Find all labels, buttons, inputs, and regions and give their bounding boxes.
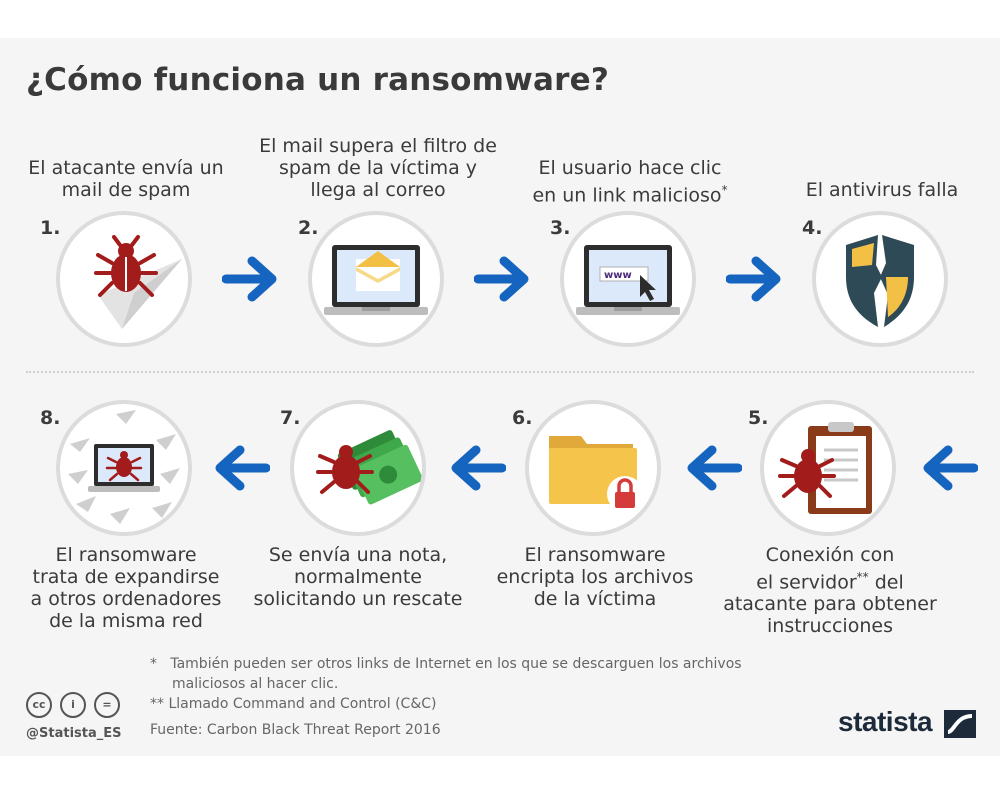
cc-nd-icon[interactable]: = (94, 692, 120, 718)
step-1-number: 1. (40, 217, 61, 239)
source-note: Fuente: Carbon Black Threat Report 2016 (150, 722, 441, 738)
arrow-right-icon (222, 256, 277, 302)
step-6-icon-circle (525, 400, 661, 536)
arrow-left-icon (687, 445, 742, 491)
laptop-link-click-icon: www (576, 245, 680, 315)
step-3-caption: El usuario hace clic en un link malicios… (532, 157, 728, 207)
statista-logo[interactable]: statista (838, 706, 933, 737)
arrow-right-icon (474, 256, 529, 302)
step-8-icon-circle (56, 400, 192, 536)
laptop-mail-icon (324, 245, 428, 315)
svg-text:www: www (604, 270, 632, 281)
step-5-caption: Conexión con el servidor** del atacante … (723, 544, 937, 638)
statista-logo-icon (944, 710, 976, 738)
step-5-number: 5. (748, 407, 769, 429)
locked-folder-icon (549, 436, 643, 512)
footnote-2: ** Llamado Command and Control (C&C) (150, 696, 437, 712)
step-2-caption: El mail supera el filtro de spam de la v… (259, 135, 497, 201)
step-3-number: 3. (550, 217, 571, 239)
cc-license-icon[interactable]: cc (26, 692, 52, 718)
step-6-caption: El ransomware encripta los archivos de l… (496, 544, 694, 610)
cc-by-icon[interactable]: i (60, 692, 86, 718)
broken-shield-icon (846, 235, 914, 327)
step-2-number: 2. (298, 217, 319, 239)
spam-mail-bug-icon (94, 235, 182, 329)
step-1-icon-circle (56, 211, 192, 347)
step-8-caption: El ransomware trata de expandirse a otro… (30, 544, 222, 632)
bug-clipboard-icon (778, 422, 872, 514)
laptop-spread-icon (68, 410, 180, 524)
step-7-number: 7. (280, 407, 301, 429)
arrow-left-icon (923, 445, 978, 491)
arrow-right-icon (726, 256, 781, 302)
page-title: ¿Cómo funciona un ransomware? (26, 62, 610, 98)
bug-money-icon (316, 430, 422, 505)
infographic-background (0, 38, 1000, 756)
step-3-icon-circle: www (560, 211, 696, 347)
step-4-caption: El antivirus falla (805, 179, 959, 201)
social-handle[interactable]: @Statista_ES (26, 726, 122, 741)
step-6-number: 6. (512, 407, 533, 429)
step-7-icon-circle (290, 400, 426, 536)
arrow-left-icon (451, 445, 506, 491)
step-1-caption: El atacante envía un mail de spam (28, 157, 224, 201)
step-2-icon-circle (308, 211, 444, 347)
footnote-1-continued: maliciosos al hacer clic. (172, 676, 339, 692)
row-divider (26, 371, 974, 373)
step-4-icon-circle (812, 211, 948, 347)
step-5-icon-circle (760, 400, 896, 536)
step-7-caption: Se envía una nota, normalmente solicitan… (253, 544, 463, 610)
arrow-left-icon (215, 445, 270, 491)
footnote-1: * También pueden ser otros links de Inte… (150, 656, 742, 672)
step-8-number: 8. (40, 407, 61, 429)
step-4-number: 4. (802, 217, 823, 239)
